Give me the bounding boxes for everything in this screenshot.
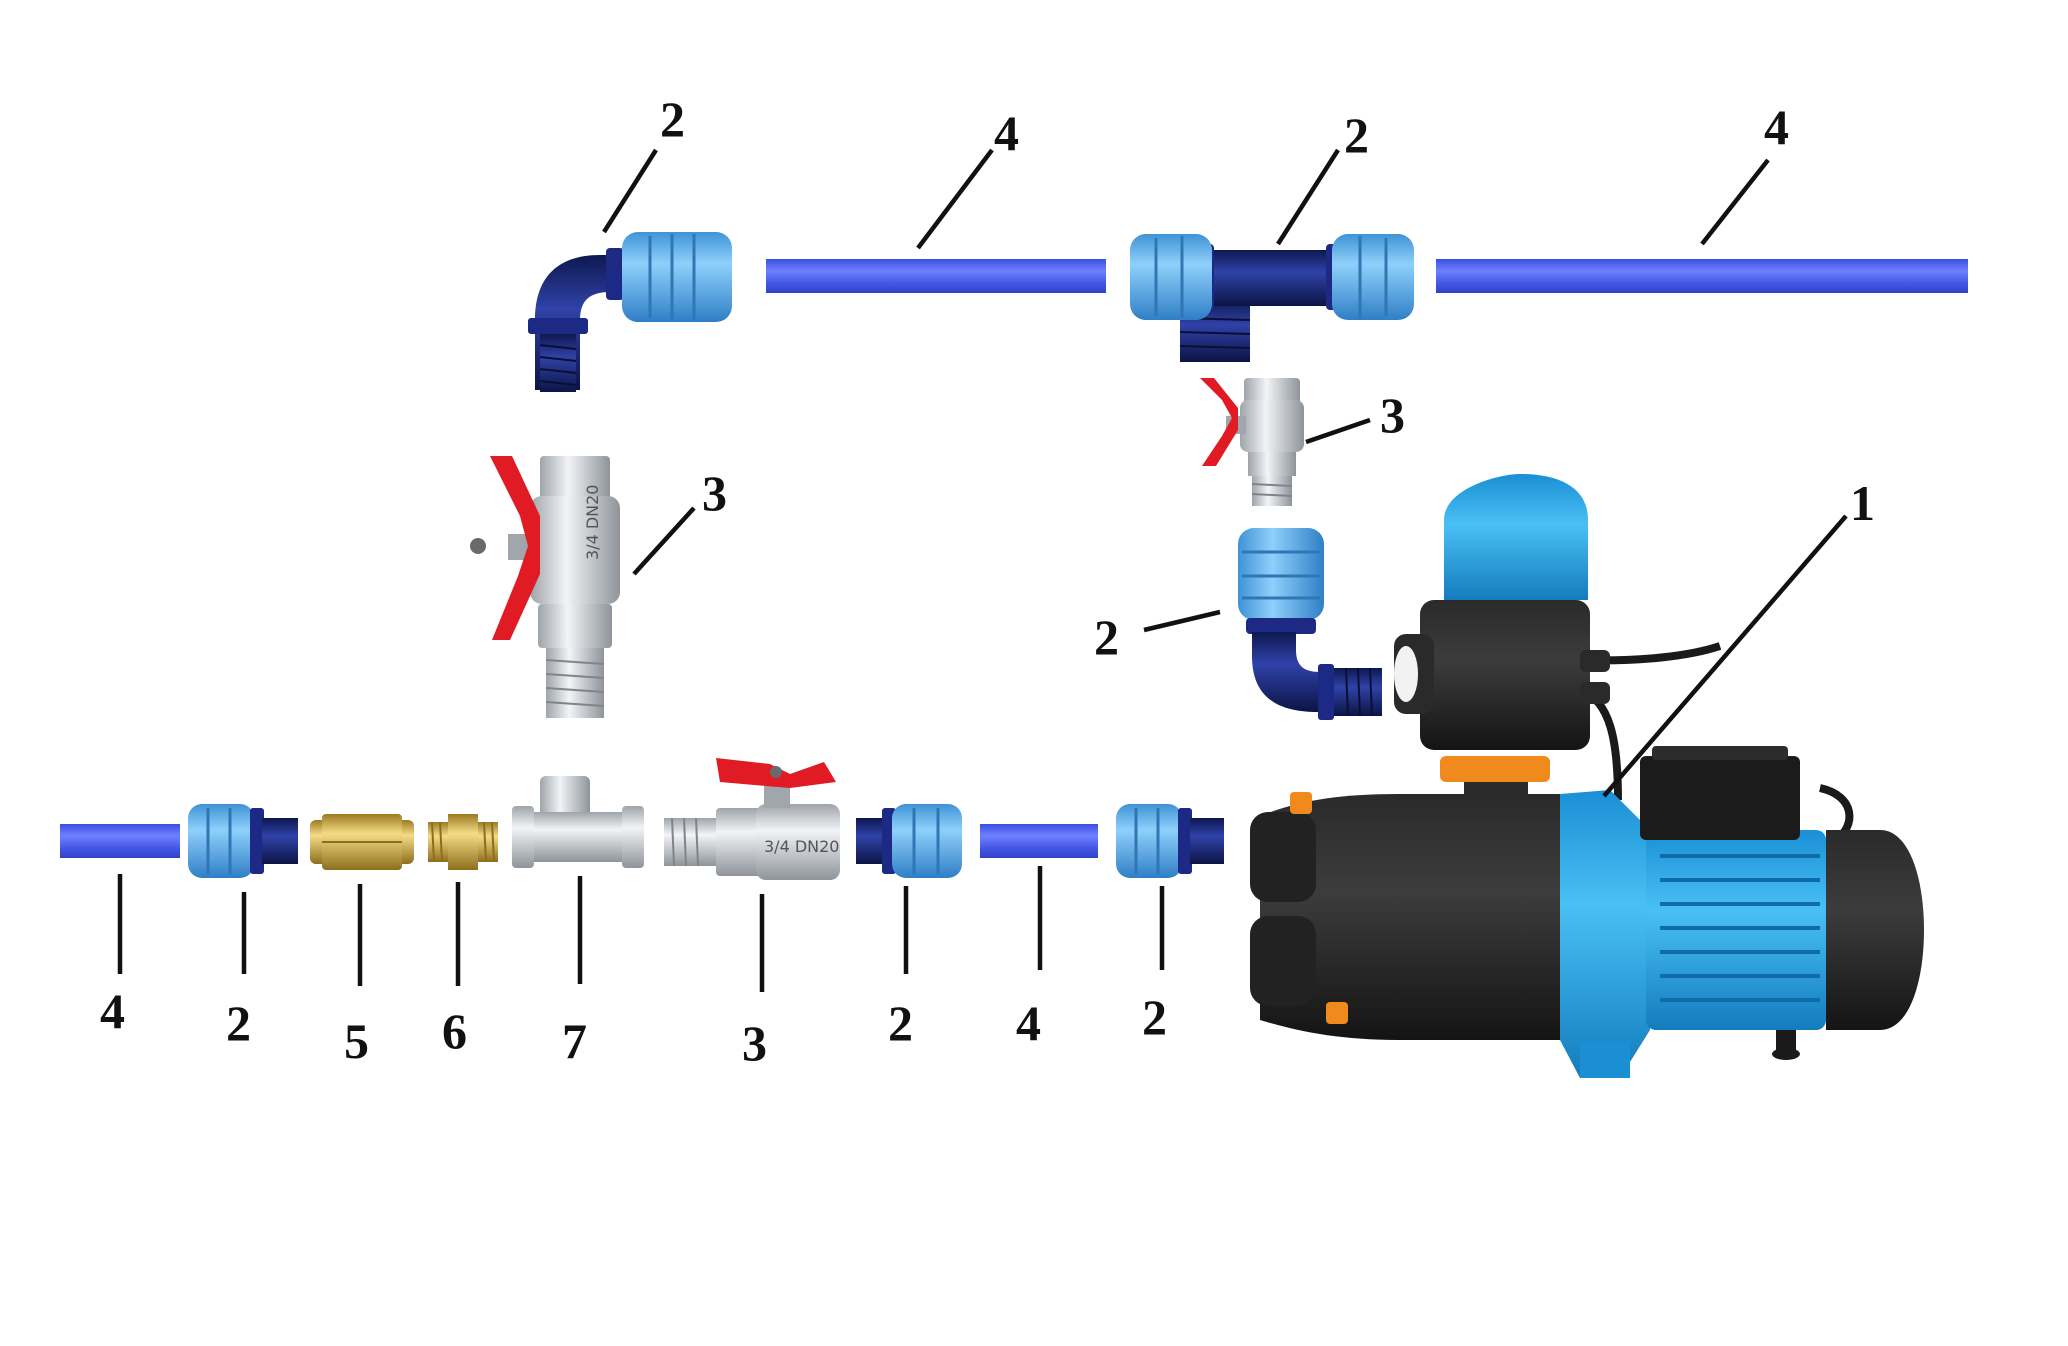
water-pump-icon [1250, 474, 1924, 1078]
pipe-icon [766, 259, 1106, 293]
callout-check-valve: 5 [344, 1013, 369, 1069]
svg-text:3/4 DN20: 3/4 DN20 [583, 485, 602, 560]
nipple-fitting-icon [428, 814, 498, 870]
callout-top-elbow: 2 [660, 91, 685, 147]
ball-valve-icon [1200, 378, 1304, 506]
callout-bottom-coupling-2: 2 [888, 995, 913, 1051]
pipe-icon [980, 824, 1098, 858]
callout-brass-tee: 7 [562, 1013, 587, 1069]
elbow-fitting-icon [528, 232, 732, 392]
callout-left-valve: 3 [702, 465, 727, 521]
coupling-icon [188, 804, 298, 878]
callout-top-pipe-left: 4 [994, 105, 1019, 161]
callout-top-tee: 2 [1344, 107, 1369, 163]
callout-bottom-pipe-left: 4 [100, 983, 125, 1039]
pipe-icon [60, 824, 180, 858]
coupling-icon [856, 804, 962, 878]
callout-upper-valve-right: 3 [1380, 387, 1405, 443]
ball-valve-icon: 3/4 DN20 [470, 456, 620, 718]
callout-bottom-coupling-1: 2 [226, 995, 251, 1051]
callout-mid-elbow: 2 [1094, 609, 1119, 665]
callout-bottom-valve: 3 [742, 1015, 767, 1071]
ball-valve-icon: 3/4 DN20 [664, 758, 840, 880]
svg-text:3/4 DN20: 3/4 DN20 [764, 837, 839, 856]
callout-bottom-pipe-short: 4 [1016, 995, 1041, 1051]
callout-nipple: 6 [442, 1003, 467, 1059]
pipe-icon [1436, 259, 1968, 293]
coupling-icon [1116, 804, 1224, 878]
leader-lines [117, 148, 1848, 992]
callout-bottom-coupling-3: 2 [1142, 989, 1167, 1045]
elbow-fitting-icon [1238, 528, 1382, 720]
check-valve-icon [310, 814, 414, 870]
callout-pump: 1 [1850, 475, 1875, 531]
tee-fitting-icon [1130, 234, 1414, 362]
tee-fitting-icon [512, 776, 644, 868]
callout-top-pipe-right: 4 [1764, 99, 1789, 155]
